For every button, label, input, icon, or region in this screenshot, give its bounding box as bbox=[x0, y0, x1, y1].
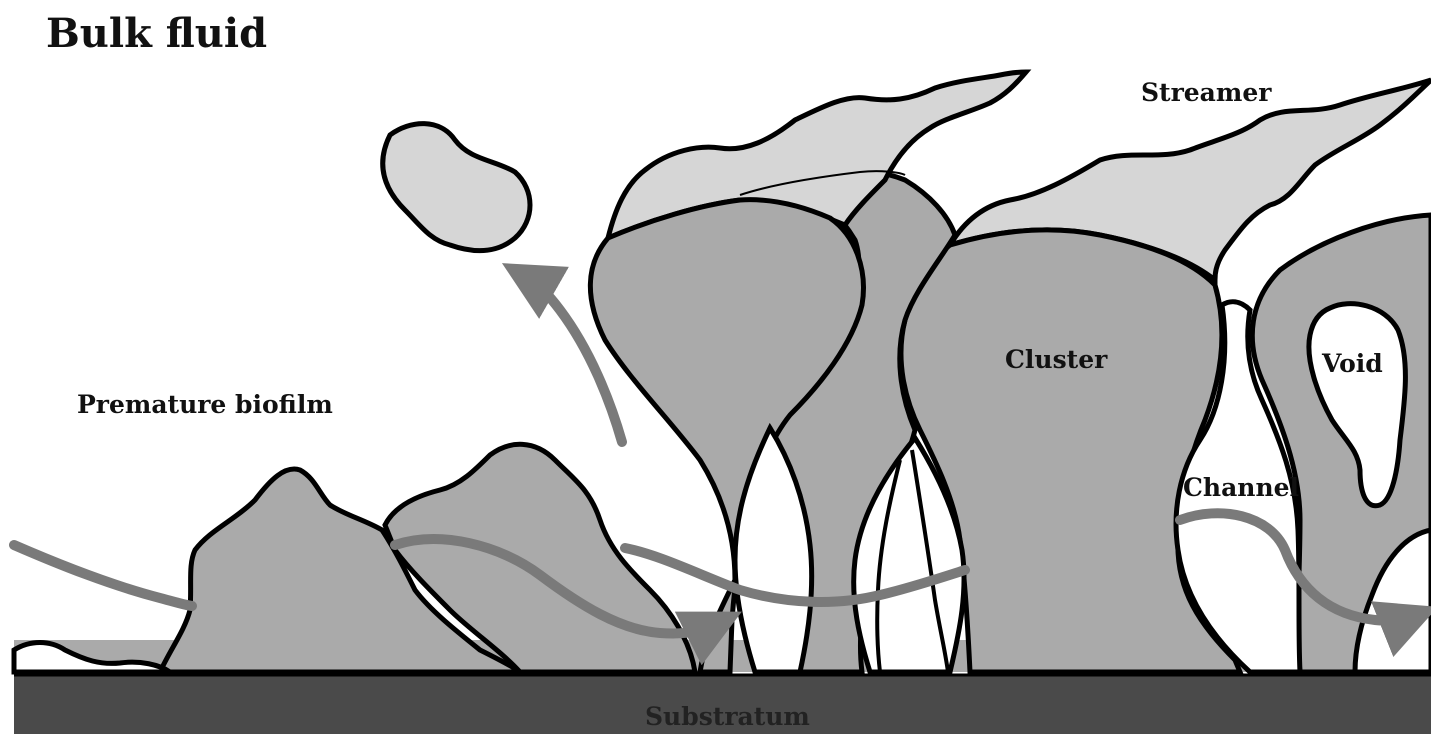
flow-arrow-inlet bbox=[14, 545, 192, 606]
label-void: Void bbox=[1321, 349, 1383, 378]
label-premature-biofilm: Premature biofilm bbox=[77, 390, 333, 419]
title-bulk-fluid: Bulk fluid bbox=[46, 10, 267, 57]
label-channel: Channel bbox=[1183, 473, 1299, 502]
label-substratum: Substratum bbox=[645, 702, 810, 731]
detached-cluster bbox=[383, 124, 530, 251]
label-streamer: Streamer bbox=[1141, 78, 1272, 107]
label-cluster: Cluster bbox=[1005, 345, 1108, 374]
